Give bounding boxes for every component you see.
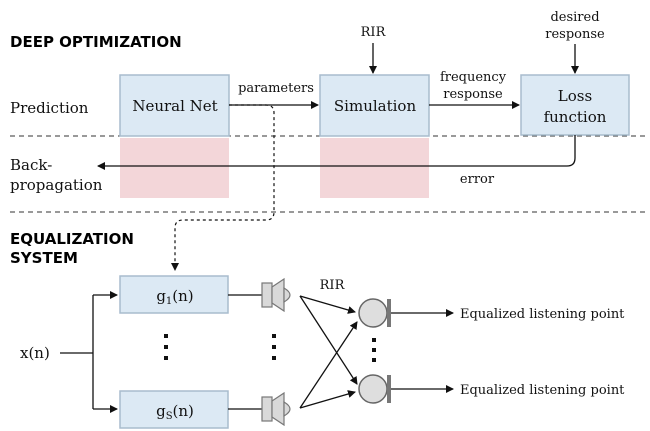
row-label-prediction: Prediction <box>10 99 89 117</box>
rir-speakerS-mic2-arrow <box>299 390 356 409</box>
rir-bottom-label: RIR <box>320 278 346 293</box>
frequency-label-2: response <box>443 87 503 102</box>
output-2-label: Equalized listening point <box>460 383 625 398</box>
section-title-equalization: EQUALIZATION <box>10 230 134 248</box>
backprop-block-simulation <box>320 138 429 198</box>
loss-label-2: function <box>544 108 607 126</box>
speaker-S-icon <box>261 391 291 427</box>
mic-ellipsis <box>372 338 376 362</box>
filter-gS-label: gS(n) <box>156 402 194 422</box>
frequency-label-1: frequency <box>440 70 507 85</box>
rir-speakerS-mic1-arrow <box>299 321 358 409</box>
microphone-2-icon <box>358 374 391 404</box>
neural-net-block: Neural Net <box>119 74 230 137</box>
row-label-backprop-2: propagation <box>10 176 103 194</box>
rir-speaker1-mic2-arrow <box>299 295 358 385</box>
filter-ellipsis <box>164 334 168 360</box>
section-title-deep-optimization: DEEP OPTIMIZATION <box>10 33 182 51</box>
error-label: error <box>460 172 495 187</box>
neural-net-to-filter-dotted-arrow <box>171 104 275 271</box>
input-label: x(n) <box>20 344 50 362</box>
loss-function-block: Loss function <box>520 74 630 136</box>
speaker-ellipsis <box>272 334 276 360</box>
output-1-label: Equalized listening point <box>460 307 625 322</box>
microphone-1-icon <box>358 298 391 328</box>
error-arrow <box>97 135 576 170</box>
loss-label-1: Loss <box>558 87 592 105</box>
filter-g1-block: g1(n) <box>119 275 229 314</box>
neural-net-label: Neural Net <box>132 97 217 115</box>
rir-top-label: RIR <box>361 25 387 40</box>
speaker-1-icon <box>261 277 291 313</box>
filter-g1-label: g1(n) <box>156 287 193 307</box>
simulation-block: Simulation <box>319 74 430 137</box>
section-title-system: SYSTEM <box>10 249 78 267</box>
backprop-block-neural-net <box>120 138 229 198</box>
filter-gS-block: gS(n) <box>119 390 229 429</box>
parameters-label: parameters <box>238 81 314 96</box>
desired-label-1: desired <box>550 10 599 25</box>
desired-label-2: response <box>545 27 605 42</box>
rir-speaker1-mic1-arrow <box>299 295 356 314</box>
simulation-label: Simulation <box>334 97 417 115</box>
row-label-backprop-1: Back- <box>10 156 52 174</box>
